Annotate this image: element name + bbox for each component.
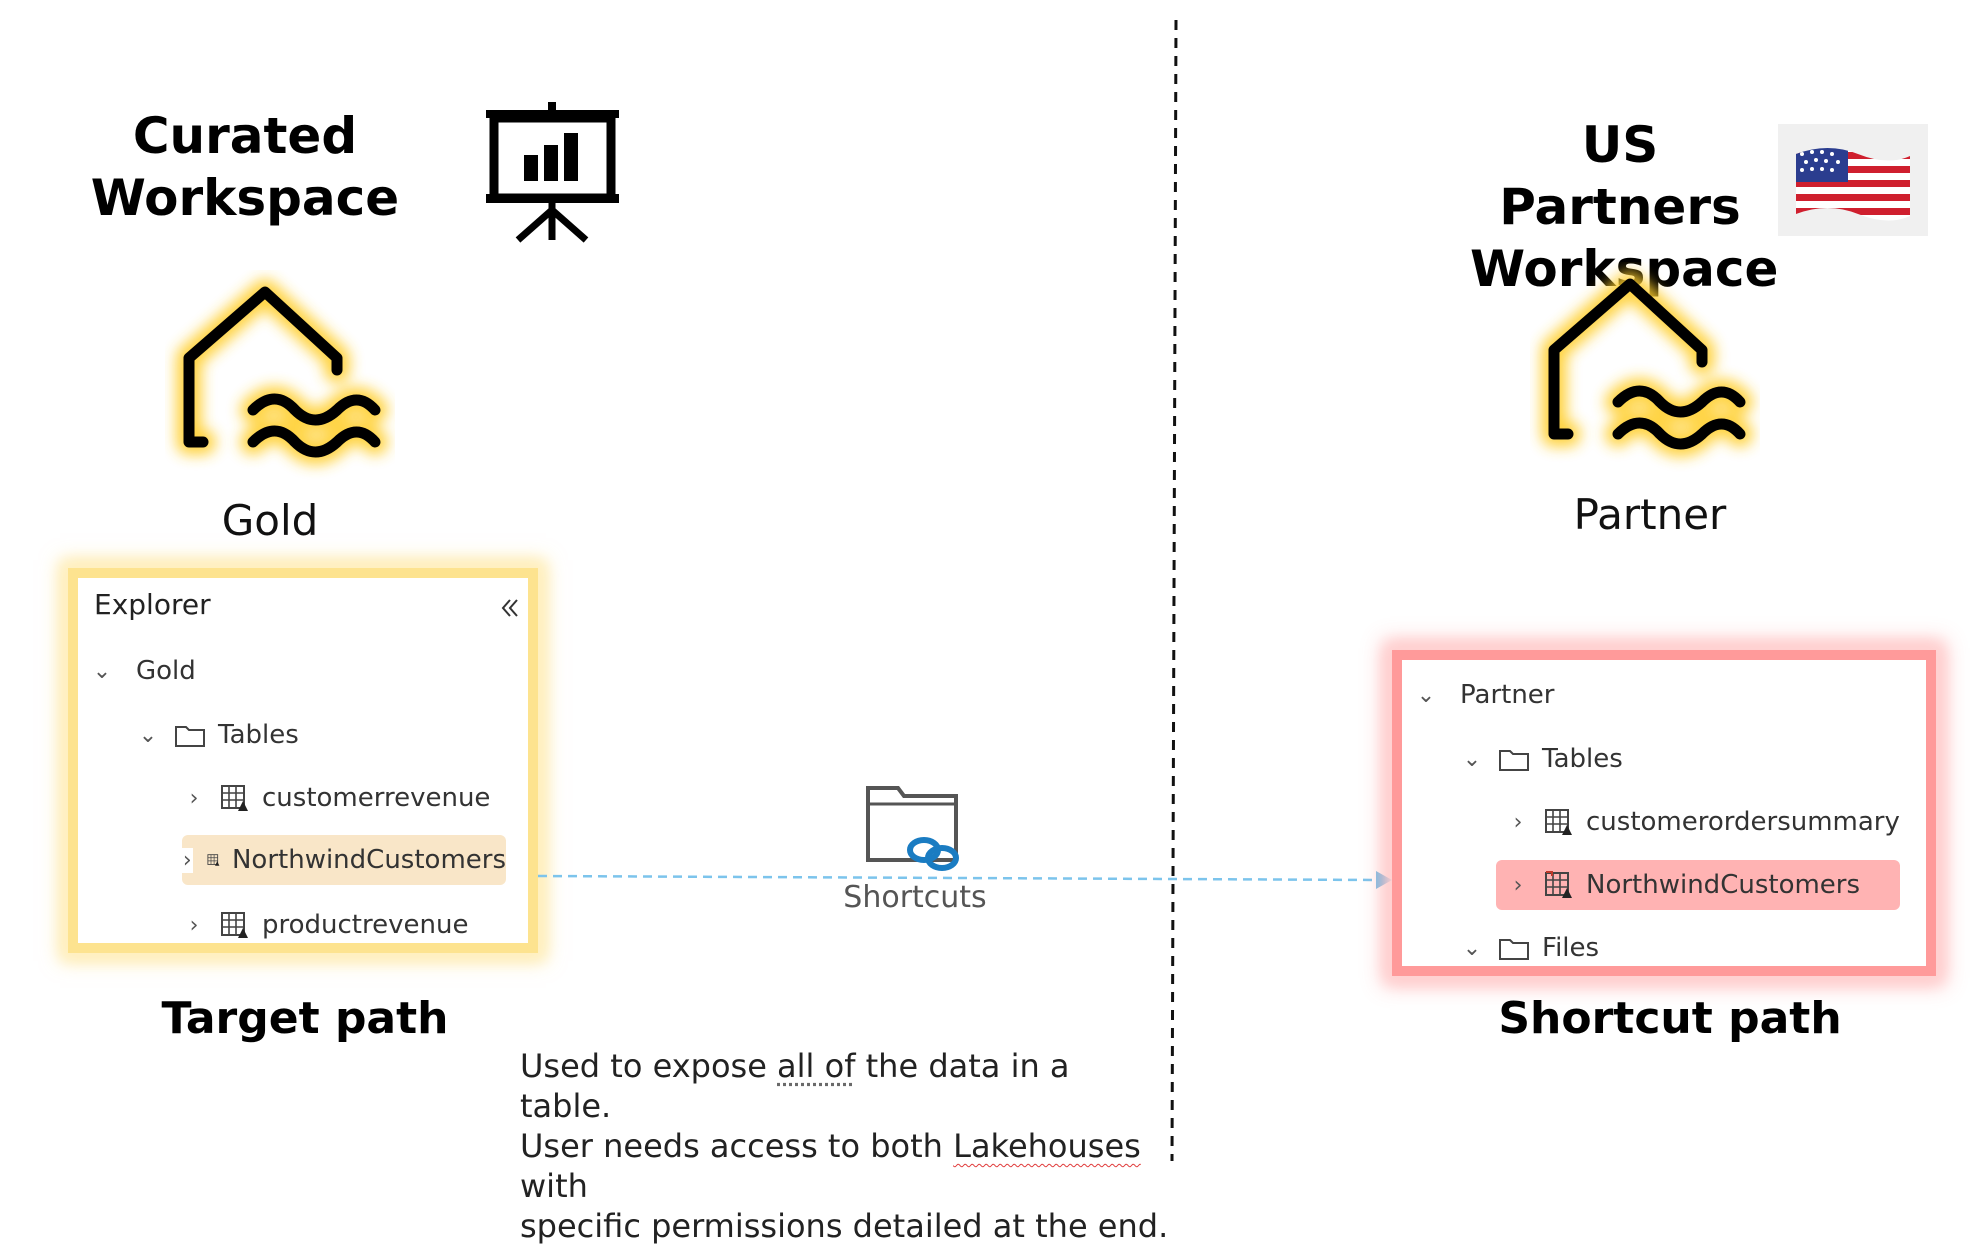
text-span: User needs access to both: [520, 1127, 953, 1165]
tree-item-tables[interactable]: ⌄ Tables: [1460, 734, 1623, 784]
us-flag-icon: [1778, 124, 1928, 236]
tree-item-table-selected[interactable]: › NorthwindCustomers: [182, 835, 506, 885]
tree-item-partner[interactable]: ⌄ Partner: [1414, 670, 1555, 720]
text-span: all of: [777, 1047, 855, 1085]
chevron-down-icon[interactable]: ⌄: [1460, 747, 1484, 772]
text-span: with: [520, 1167, 588, 1205]
tree-item-tables[interactable]: ⌄ Tables: [136, 710, 299, 760]
tree-item-shortcut-table-selected[interactable]: › NorthwindCustomers: [1496, 860, 1900, 910]
tree-item-label: customerordersummary: [1586, 807, 1900, 837]
shortcut-table-icon: [1544, 870, 1574, 900]
target-path-label: Target path: [120, 993, 490, 1044]
text-span: Used to expose: [520, 1047, 777, 1085]
gold-lakehouse-name: Gold: [180, 496, 360, 545]
collapse-panel-icon[interactable]: [498, 596, 522, 620]
shortcut-path-label: Shortcut path: [1480, 993, 1860, 1044]
partner-explorer-panel: ⌄ Partner ⌄ Tables › customerordersummar…: [1392, 650, 1936, 976]
partner-lakehouse-icon: [1530, 262, 1760, 482]
gold-explorer-panel: Explorer ⌄ Gold ⌄ Tables › customerreven…: [68, 568, 538, 953]
text-span: Lakehouses: [953, 1127, 1141, 1165]
tree-item-label: NorthwindCustomers: [1586, 870, 1860, 900]
shortcut-folder-icon: [862, 780, 962, 872]
tree-item-label: NorthwindCustomers: [232, 845, 506, 875]
chevron-right-icon[interactable]: ›: [1506, 873, 1530, 898]
description-line-1: Used to expose all of the data in a tabl…: [520, 1046, 1170, 1126]
tree-item-gold[interactable]: ⌄ Gold: [90, 646, 196, 696]
description-line-2: User needs access to both Lakehouses wit…: [520, 1126, 1170, 1206]
table-icon: [1544, 807, 1574, 837]
title-line-2: Workspace: [90, 167, 400, 229]
tree-item-label: Tables: [1542, 744, 1623, 774]
folder-icon: [1498, 746, 1530, 772]
partner-lakehouse-name: Partner: [1540, 490, 1760, 539]
chevron-down-icon[interactable]: ⌄: [1414, 683, 1438, 708]
tree-item-label: Tables: [218, 720, 299, 750]
tree-item-files[interactable]: ⌄ Files: [1460, 923, 1599, 973]
gold-lakehouse-icon: [165, 270, 395, 490]
chevron-right-icon[interactable]: ›: [1506, 810, 1530, 835]
tree-item-label: customerrevenue: [262, 783, 490, 813]
explorer-title: Explorer: [94, 588, 211, 621]
tree-item-table[interactable]: › customerrevenue: [182, 773, 522, 823]
chevron-down-icon[interactable]: ⌄: [136, 723, 160, 748]
chevron-down-icon[interactable]: ⌄: [90, 659, 114, 684]
tree-item-table[interactable]: › customerordersummary: [1506, 797, 1926, 847]
table-icon: [220, 783, 250, 813]
workspace-divider: [1168, 20, 1184, 1161]
presentation-chart-icon: [480, 100, 625, 245]
table-icon: [207, 845, 220, 875]
description-line-3: specific permissions detailed at the end…: [520, 1206, 1170, 1246]
chevron-down-icon[interactable]: ⌄: [1460, 936, 1484, 961]
chevron-right-icon[interactable]: ›: [182, 848, 193, 873]
folder-icon: [1498, 935, 1530, 961]
chevron-right-icon[interactable]: ›: [182, 913, 206, 938]
tree-item-table[interactable]: › productrevenue: [182, 900, 522, 950]
title-line-1: US Partners: [1470, 114, 1770, 238]
tree-item-label: Gold: [136, 656, 196, 686]
table-icon: [220, 910, 250, 940]
chevron-right-icon[interactable]: ›: [182, 786, 206, 811]
tree-item-label: productrevenue: [262, 910, 468, 940]
title-line-1: Curated: [90, 105, 400, 167]
folder-icon: [174, 722, 206, 748]
tree-item-label: Partner: [1460, 680, 1555, 710]
tree-item-label: Files: [1542, 933, 1599, 963]
curated-workspace-title: Curated Workspace: [90, 105, 400, 229]
shortcuts-label: Shortcuts: [830, 880, 1000, 915]
shortcut-description: Used to expose all of the data in a tabl…: [520, 1046, 1170, 1246]
